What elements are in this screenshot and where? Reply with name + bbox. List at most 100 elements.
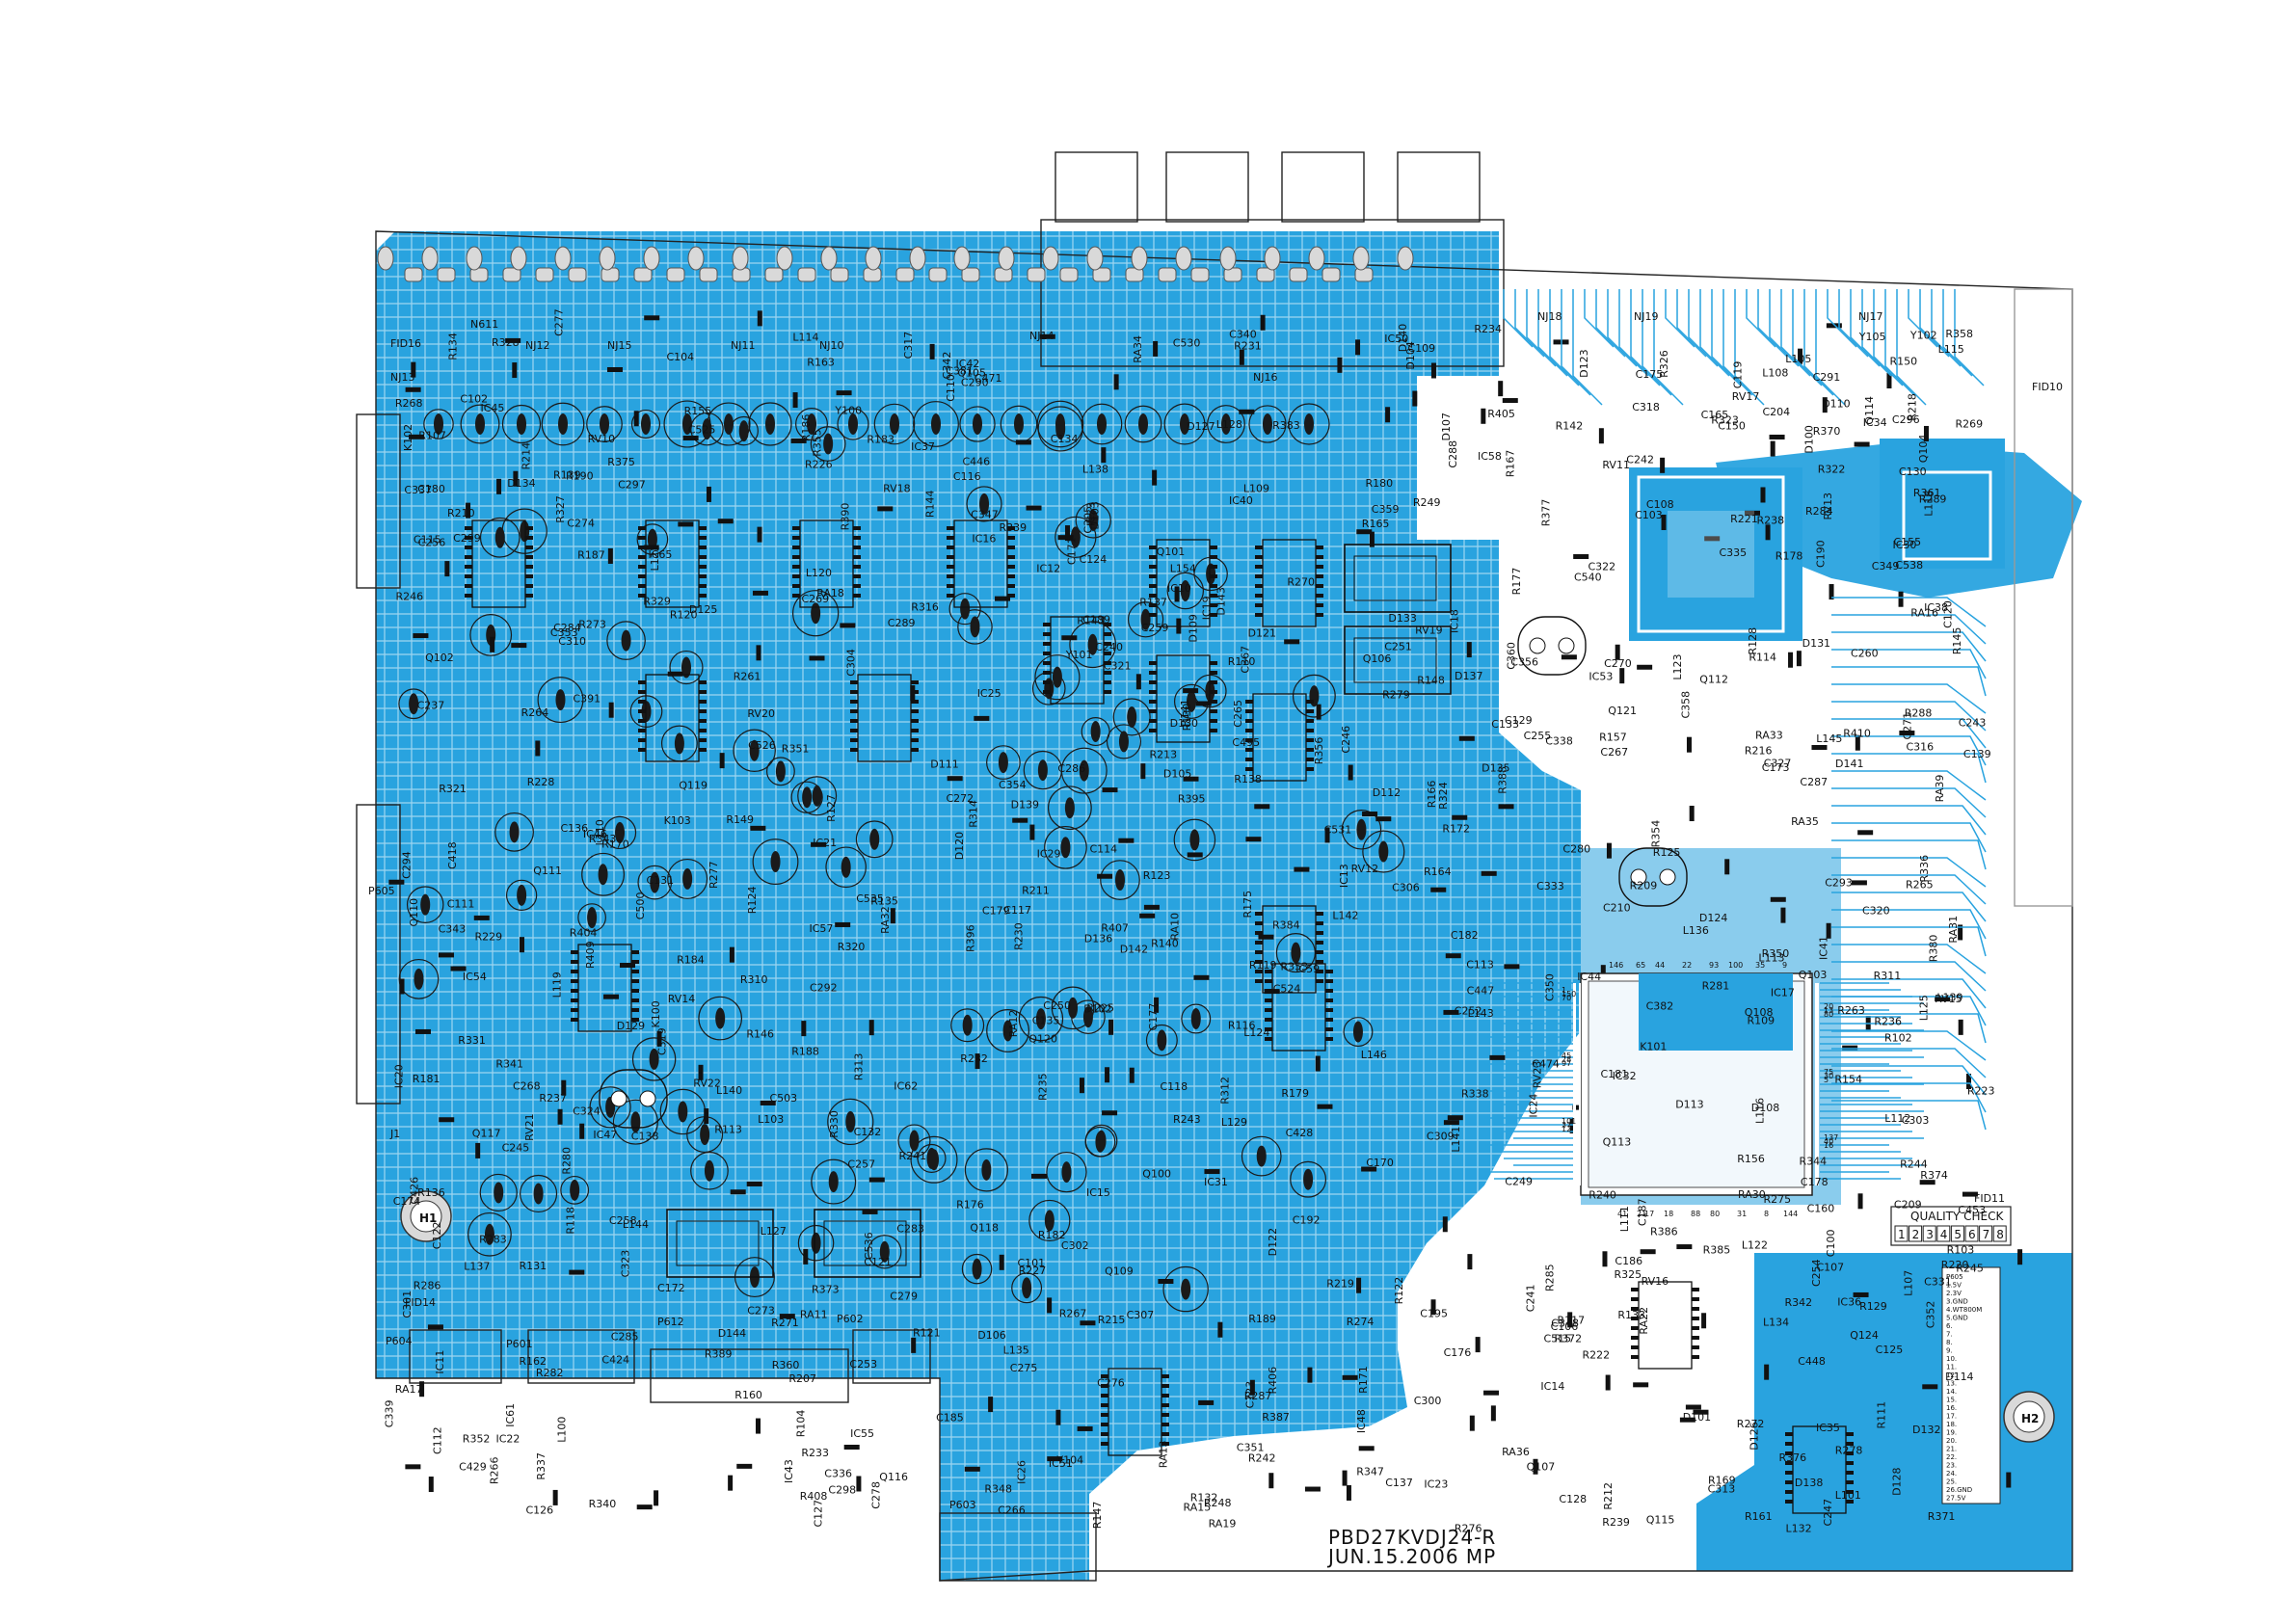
capacitor-lead: [879, 1240, 890, 1263]
electrolytic-capacitor: [1166, 572, 1205, 610]
capacitor-label: C249: [1505, 1176, 1533, 1188]
fiducial-label: FID16: [390, 337, 421, 350]
ic-label: IC25: [977, 687, 1001, 700]
smd-chip-part: [964, 1466, 980, 1472]
capacitor-label: C500: [634, 892, 647, 920]
capacitor-label: C358: [1680, 691, 1693, 719]
capacitor-label: C303: [1902, 1114, 1930, 1127]
smd-pad: [568, 267, 587, 282]
smd-chip-part: [750, 825, 766, 831]
pin-number: 40: [1824, 1137, 1833, 1146]
resistor-label: R282: [536, 1367, 564, 1379]
capacitor-lead: [807, 413, 816, 435]
diode-label: D108: [1751, 1102, 1779, 1114]
capacitor-lead: [715, 1007, 726, 1029]
through-hole-pad: [1042, 246, 1059, 271]
resistor-label: RA33: [1755, 729, 1783, 741]
resistor-label: R214: [520, 442, 532, 470]
smd-chip-part: [1498, 381, 1504, 397]
resistor-label: RV14: [668, 993, 696, 1005]
capacitor-label: C108: [1646, 498, 1674, 511]
smd-chip-part: [1796, 651, 1802, 667]
smd-chip-part: [438, 952, 454, 958]
capacitor-label: C324: [573, 1105, 601, 1118]
capacitor-label: C160: [1807, 1202, 1835, 1214]
capacitor-label: C348: [1551, 1318, 1579, 1330]
smd-chip-part: [1826, 922, 1831, 939]
electrolytic-capacitor: [698, 996, 743, 1041]
smd-chip-part: [1704, 536, 1721, 542]
signal-trace: [1896, 289, 1927, 406]
signal-trace: [1831, 961, 1987, 992]
inductor-label: L146: [1361, 1049, 1387, 1061]
electrolytic-capacitor: [406, 886, 444, 923]
smd-chip-part: [1101, 447, 1107, 464]
electrolytic-capacitor: [765, 757, 795, 786]
smd-chip-part: [1447, 1115, 1463, 1121]
soic-ic-footprint: [1631, 1281, 1699, 1370]
capacitor-label: C242: [1626, 454, 1654, 466]
capacitor-label: C182: [1451, 929, 1479, 942]
smd-chip-part: [1685, 1404, 1701, 1410]
smd-chip-part: [1375, 816, 1392, 822]
capacitor-lead: [1014, 413, 1024, 435]
diode-label: D102: [1083, 1002, 1111, 1015]
capacitor-label: C471: [974, 372, 1002, 385]
resistor-label: RA30: [1738, 1188, 1766, 1201]
relay-label: K102: [402, 424, 414, 451]
pin-number: 16: [1824, 1141, 1833, 1150]
resistor-label: R354: [1650, 820, 1663, 848]
capacitor-label: C540: [1574, 572, 1602, 584]
quality-check-number: 3: [1926, 1228, 1934, 1241]
ic-label: IC24: [1528, 1094, 1540, 1118]
pin-number: 70: [1562, 994, 1571, 1002]
soic-ic-footprint: [850, 674, 919, 762]
resistor-label: R390: [840, 503, 852, 531]
smd-pad: [961, 267, 980, 282]
p605-pinout-legend: P6051.5V2.3V3.GND4.WT800M5.GND6.7.8.9.10…: [1941, 1266, 2001, 1504]
quality-check-cell: [1950, 1225, 1964, 1242]
soic-ic-footprint: [1101, 1368, 1169, 1456]
signal-trace: [1746, 289, 1776, 348]
smd-chip-part: [840, 623, 856, 628]
resistor-label: R127: [825, 794, 838, 822]
capacitor-label: C176: [1444, 1346, 1472, 1359]
capacitor-lead: [674, 732, 684, 755]
capacitor-lead: [682, 867, 693, 890]
resistor-label: RA18: [816, 587, 844, 599]
signal-trace: [1769, 289, 1800, 367]
resistor-label: R178: [1775, 549, 1803, 562]
capacitor-label: C116: [953, 470, 981, 483]
resistor-label: R146: [746, 1027, 774, 1040]
resistor-label: R210: [447, 507, 475, 519]
capacitor-lead: [1088, 509, 1099, 531]
soic-ic-footprint: [1043, 616, 1111, 705]
electrolytic-capacitor: [837, 408, 869, 440]
smd-chip-part: [1015, 439, 1031, 445]
smd-chip-part: [1047, 1297, 1053, 1314]
capacitor-lead: [812, 785, 822, 807]
capacitor-lead: [1190, 1008, 1201, 1030]
pinout-line: 27.5V: [1946, 1495, 1966, 1503]
smd-chip-part: [1385, 407, 1391, 423]
smd-chip-part: [1504, 964, 1520, 970]
diode-label: D126: [1748, 1422, 1760, 1450]
soic-ic-footprint: [1149, 539, 1217, 627]
smd-chip-part: [450, 966, 467, 972]
inductor-label: L143: [1468, 1007, 1494, 1020]
signal-trace: [1827, 289, 1857, 348]
through-hole-pad: [953, 246, 971, 271]
resistor-label: R244: [1900, 1158, 1928, 1171]
ic-label: IC42: [956, 358, 980, 370]
signal-trace: [1734, 289, 1765, 406]
capacitor-lead: [650, 871, 660, 893]
capacitor-lead: [811, 1232, 821, 1254]
capacitor-lead: [704, 1159, 714, 1182]
capacitor-lead: [1079, 759, 1089, 782]
smd-chip-part: [1118, 838, 1135, 843]
relay-label: K103: [664, 814, 691, 827]
smd-chip-part: [1183, 776, 1199, 782]
resistor-label: R179: [1281, 1087, 1309, 1100]
capacitor-lead: [1263, 413, 1272, 435]
capacitor-label: C114: [1090, 842, 1118, 855]
